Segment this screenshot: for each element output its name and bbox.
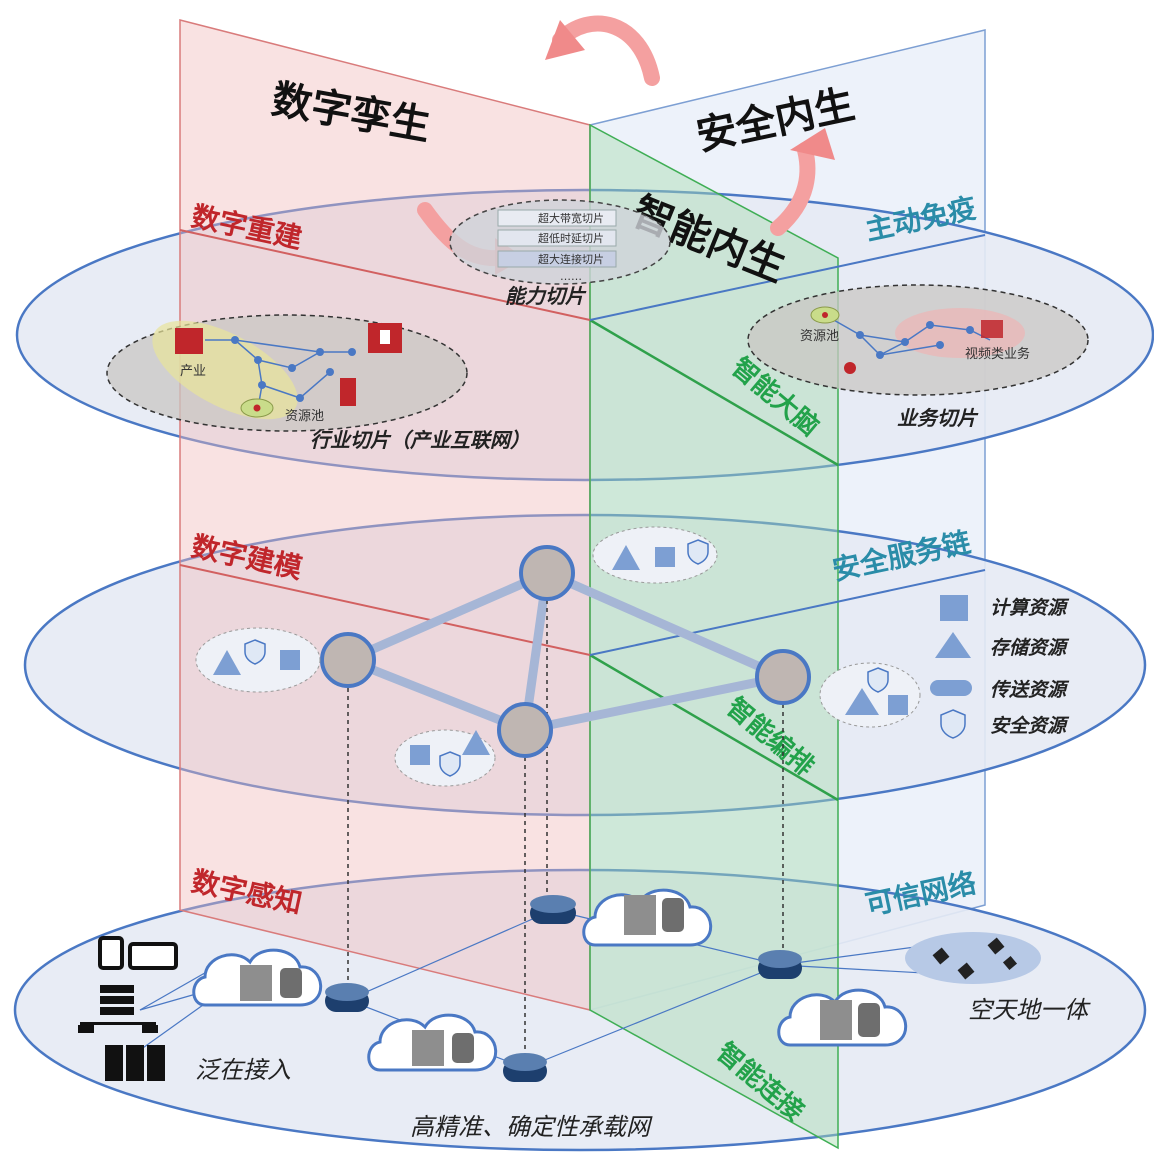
router-icon-3 xyxy=(503,1053,547,1082)
router-icon-2 xyxy=(530,895,576,924)
slice-bandwidth-box xyxy=(497,209,617,227)
video-service-label: 视频类业务 xyxy=(965,346,1030,362)
rotate-arrow-right xyxy=(770,142,816,236)
slice-item-bandwidth: 超大带宽切片 xyxy=(538,211,604,225)
router-icon-1 xyxy=(325,983,369,1012)
mid-blue-intersect xyxy=(589,569,986,656)
traffic-light-icon xyxy=(340,378,356,406)
industry-slice-label: 行业切片（产业互联网） xyxy=(310,428,530,452)
router-icon-4 xyxy=(758,950,802,979)
rotate-arrow-top-head xyxy=(545,20,585,60)
resource-cloud-top xyxy=(592,526,718,584)
middle-node-left xyxy=(320,632,376,688)
laptop-icon xyxy=(128,942,178,970)
server-cloud-middle xyxy=(367,1013,498,1072)
service-slice-label: 业务切片 xyxy=(897,406,979,430)
ubiquitous-access-label: 泛在接入 xyxy=(195,1056,291,1084)
resource-cloud-bottom xyxy=(394,729,496,787)
server-cloud-right xyxy=(777,988,908,1047)
slice-item-ellipsis: …… xyxy=(560,270,582,283)
service-network-nodes xyxy=(856,321,974,359)
slice-item-connection: 超大连接切片 xyxy=(538,252,604,266)
legend-storage-label: 存储资源 xyxy=(990,637,1070,659)
legend-square-icon xyxy=(940,595,968,621)
middle-layer-ellipse xyxy=(23,513,1147,817)
video-camera-icon xyxy=(981,320,1003,338)
factory-icon xyxy=(175,328,203,354)
service-resource-pool-label: 资源池 xyxy=(800,329,839,344)
mid-red-intersect xyxy=(179,564,591,656)
industry-network-nodes xyxy=(231,336,356,402)
bearer-network-label: 高精准、确定性承载网 xyxy=(410,1113,653,1141)
legend-transport-label: 传送资源 xyxy=(990,679,1070,701)
slice-latency-box xyxy=(497,229,617,247)
resource-cloud-left xyxy=(195,627,321,693)
top-blue-intersect xyxy=(589,234,986,321)
hospital-cross xyxy=(380,330,390,344)
middle-node-bottom xyxy=(497,702,553,758)
green-intelligence-plane xyxy=(589,123,839,1150)
legend-cylinder-icon xyxy=(930,680,972,696)
server-cloud-top xyxy=(582,888,713,947)
slice-item-latency: 超低时延切片 xyxy=(538,231,604,245)
vertical-dashed-links xyxy=(347,600,784,1060)
middle-node-top xyxy=(519,545,575,601)
space-air-ground-label: 空天地一体 xyxy=(968,996,1091,1024)
middle-node-right xyxy=(755,649,811,705)
red-digital-twin-plane xyxy=(179,19,591,1011)
slice-connection-box xyxy=(497,250,617,268)
microphone-icon xyxy=(844,362,856,374)
rotate-arrow-right-head xyxy=(790,128,835,160)
industry-resource-pool-label: 资源池 xyxy=(285,409,324,424)
resource-cloud-right xyxy=(819,662,921,728)
satellite-icons xyxy=(932,937,1018,980)
tablet-icon xyxy=(98,936,124,970)
mid-green-intersect xyxy=(589,653,839,802)
network-topology-icon xyxy=(78,985,158,1033)
legend-triangle-icon xyxy=(935,632,971,658)
bottom-layer-ellipse xyxy=(13,868,1147,1152)
industry-node-label: 产业 xyxy=(180,364,206,379)
top-red-intersect xyxy=(179,229,591,321)
legend-compute-label: 计算资源 xyxy=(990,597,1070,619)
server-cloud-left xyxy=(192,948,323,1007)
top-green-intersect xyxy=(589,318,839,467)
service-resource-pool-dot xyxy=(822,312,828,318)
rotate-arrow-top xyxy=(552,15,660,86)
satellite-ellipse xyxy=(905,932,1041,984)
server-rack-icon xyxy=(105,1045,165,1081)
legend-shield-icon xyxy=(940,709,966,739)
legend-security-label: 安全资源 xyxy=(990,715,1070,737)
resource-pool-dot xyxy=(253,404,261,412)
capability-slice-label: 能力切片 xyxy=(505,284,587,308)
